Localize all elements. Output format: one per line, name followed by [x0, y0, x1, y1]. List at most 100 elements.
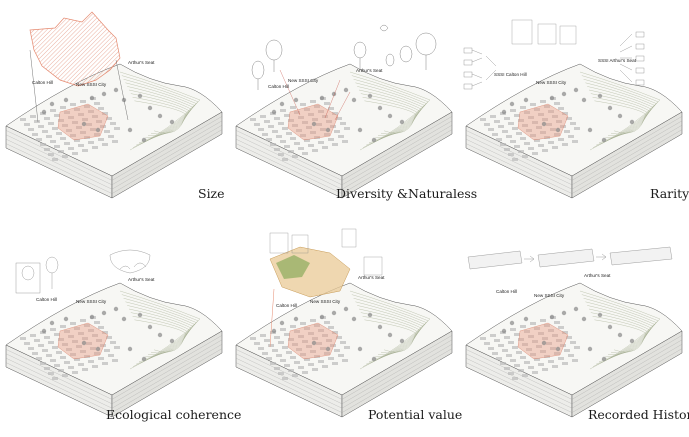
caption-ecological: Ecological coherence	[106, 407, 242, 422]
city-block	[552, 146, 558, 149]
panel-rarity: SSSI Calton Hill New SSSI City SSSI Arth…	[460, 0, 689, 218]
block-side-face	[111, 111, 223, 199]
city-block	[562, 143, 568, 146]
city-block	[36, 138, 42, 141]
city-block	[548, 141, 554, 144]
city-block	[92, 365, 98, 368]
highlight-zone	[57, 322, 109, 360]
city-block	[80, 100, 86, 103]
city-block	[102, 362, 108, 365]
city-block	[514, 333, 520, 336]
city-block	[104, 349, 110, 352]
strata-line	[5, 125, 223, 190]
city-block	[574, 346, 580, 349]
label-arthur: Arthur's Seat	[128, 60, 155, 65]
caption-size: Size	[198, 186, 225, 201]
city-block	[300, 322, 306, 325]
city-block	[74, 327, 80, 330]
tree	[573, 306, 579, 312]
city-block	[326, 339, 332, 342]
city-block	[50, 359, 56, 362]
city-block	[272, 130, 278, 133]
city-block	[80, 131, 86, 134]
tree	[147, 105, 153, 111]
city-block	[542, 337, 548, 340]
tree	[343, 306, 349, 312]
city-block	[512, 127, 518, 130]
tree	[509, 101, 515, 107]
tree	[367, 312, 373, 318]
block-side-face	[341, 330, 453, 418]
city-block	[518, 119, 524, 122]
tree	[271, 109, 277, 115]
tree	[49, 320, 55, 326]
city-block	[518, 150, 524, 153]
block-side-face	[571, 330, 683, 418]
city-block	[510, 359, 516, 362]
tree	[101, 91, 107, 97]
city-block	[102, 331, 108, 334]
city-block	[492, 133, 498, 136]
strata-line	[235, 116, 453, 181]
tree	[523, 316, 529, 322]
city-block	[514, 114, 520, 117]
city-block	[72, 371, 78, 374]
city-block	[54, 145, 60, 148]
city-block	[40, 143, 46, 146]
city-block	[74, 139, 80, 142]
strata-line	[5, 339, 223, 404]
city-block	[88, 141, 94, 144]
tree	[137, 93, 143, 99]
city-block	[560, 344, 566, 347]
tree	[169, 338, 175, 344]
tree	[169, 119, 175, 125]
city-block	[64, 142, 70, 145]
city-block	[530, 103, 536, 106]
city-block	[540, 350, 546, 353]
city-block	[514, 145, 520, 148]
city-block	[496, 357, 502, 360]
city-block	[558, 357, 564, 360]
city-block	[304, 108, 310, 111]
city-block	[340, 122, 346, 125]
city-block	[98, 107, 104, 110]
city-block	[78, 113, 84, 116]
contour-line	[585, 301, 655, 362]
contour-line	[587, 305, 654, 360]
city-block	[62, 155, 68, 158]
tree	[509, 320, 515, 326]
city-block	[70, 103, 76, 106]
caption-history: Recorded History	[588, 407, 689, 422]
annotation-leaders	[279, 69, 351, 121]
city-block	[328, 107, 334, 110]
city-block	[106, 117, 112, 120]
highlight-zone	[517, 103, 569, 141]
city-block	[328, 326, 334, 329]
tree	[137, 312, 143, 318]
strata-line	[5, 116, 223, 181]
city-block	[506, 354, 512, 357]
city-block	[44, 336, 50, 339]
contour-line	[590, 93, 650, 136]
city-block	[542, 149, 548, 152]
city-block	[114, 346, 120, 349]
contour-line	[360, 312, 420, 355]
rarity-tree-left	[463, 47, 497, 90]
contour-line	[364, 100, 416, 134]
city-block	[282, 346, 288, 349]
city-block	[284, 145, 290, 148]
tree	[319, 95, 325, 101]
city-block	[280, 140, 286, 143]
contour-line	[127, 86, 194, 141]
contour-line	[364, 319, 416, 353]
terrain-block	[5, 63, 223, 199]
city-block	[24, 123, 30, 126]
strata-line	[465, 339, 683, 404]
city-block	[68, 147, 74, 150]
tree	[601, 137, 607, 143]
city-block	[52, 377, 58, 380]
contour-line	[130, 312, 190, 355]
city-block	[98, 326, 104, 329]
city-block	[88, 329, 94, 332]
city-block	[92, 334, 98, 337]
